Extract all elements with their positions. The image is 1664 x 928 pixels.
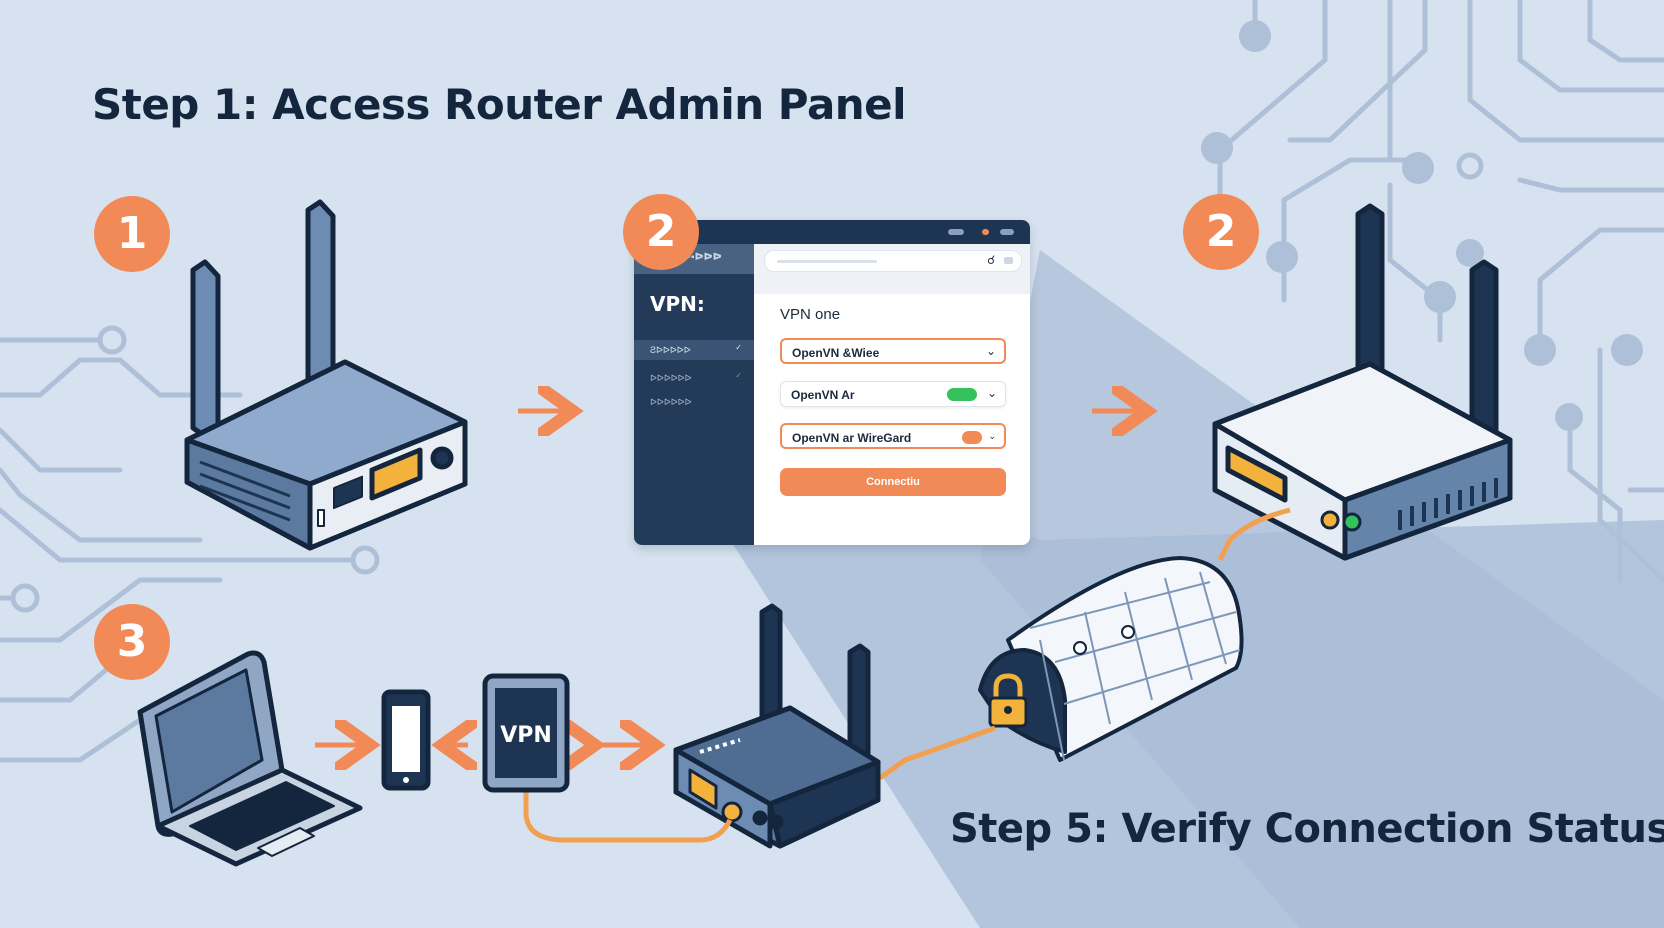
dropdown-label: OpenVN &Wiee [792,346,880,360]
dropdown-label: OpenVN ar WireGard [792,431,912,445]
search-input[interactable]: ☌ [764,250,1022,272]
toggle-switch[interactable] [947,388,977,401]
step-1-heading: Step 1: Access Router Admin Panel [92,80,907,129]
router-admin-window: ᐅ▪ᐅᐅᐅ VPN: Ƨᐅᐅᐅᐅᐅ ✓ ᐅᐅᐅᐅᐅᐅ ✓ ᐅᐅᐅᐅᐅᐅ ☌ VP… [634,220,1030,545]
check-icon: ✓ [735,371,742,380]
smartphone-icon [381,689,431,791]
window-control-icon[interactable] [982,229,989,235]
menu-icon[interactable] [1004,257,1013,264]
tablet-vpn-label: VPN [500,723,552,748]
step-badge-2-right: 2 [1183,194,1259,270]
step-badge-3: 3 [94,604,170,680]
sidebar-item-label: ᐅᐅᐅᐅᐅᐅ [650,397,692,407]
admin-sidebar: ᐅ▪ᐅᐅᐅ VPN: Ƨᐅᐅᐅᐅᐅ ✓ ᐅᐅᐅᐅᐅᐅ ✓ ᐅᐅᐅᐅᐅᐅ [634,244,754,545]
chevron-down-icon: ⌄ [986,386,997,400]
sidebar-item-label: Ƨᐅᐅᐅᐅᐅ [650,345,691,355]
search-placeholder [777,260,877,263]
sidebar-item[interactable]: Ƨᐅᐅᐅᐅᐅ ✓ [634,340,754,360]
window-control-icon[interactable] [948,229,964,235]
window-control-icon[interactable] [1000,229,1014,235]
router-icon [1212,203,1513,561]
sidebar-item[interactable]: ᐅᐅᐅᐅᐅᐅ [634,392,754,412]
step-badge-2: 2 [623,194,699,270]
step-badge-1: 1 [94,196,170,272]
check-icon: ✓ [735,343,742,352]
chevron-down-icon: ⌄ [988,431,996,441]
chevron-down-icon: ⌄ [985,344,996,358]
cable [523,790,733,843]
padlock-icon [988,673,1028,728]
sidebar-item[interactable]: ᐅᐅᐅᐅᐅᐅ ✓ [634,368,754,388]
panel-heading: VPN one [780,306,841,323]
vpn-type-dropdown[interactable]: OpenVN ar WireGard ⌄ [780,423,1006,449]
protocol-dropdown[interactable]: OpenVN &Wiee ⌄ [780,338,1006,364]
window-titlebar [634,220,1030,244]
connect-button[interactable]: Connectiu [780,468,1006,496]
router-icon [184,199,468,551]
tablet-icon: VPN [482,673,570,793]
dropdown-label: OpenVN Ar [791,388,855,402]
cable [1217,507,1291,562]
laptop-icon [137,650,363,867]
sidebar-logo-text: ᐅ▪ᐅᐅᐅ [682,252,722,263]
step-5-heading: Step 5: Verify Connection Status [950,806,1664,852]
toggle-switch[interactable] [962,431,982,444]
circuit-rings [10,152,1484,613]
sidebar-item-label: ᐅᐅᐅᐅᐅᐅ [650,373,692,383]
router-icon [673,603,881,849]
circuit-nodes [1201,20,1643,431]
server-dropdown[interactable]: OpenVN Ar ⌄ [780,381,1006,407]
cable [878,725,996,781]
search-icon[interactable]: ☌ [986,253,995,267]
sidebar-heading: VPN: [650,292,705,316]
